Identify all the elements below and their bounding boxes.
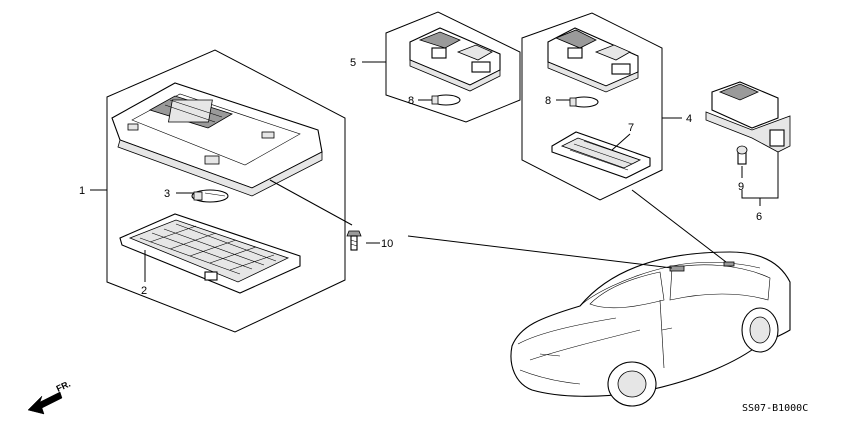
label-part-10: 10 — [381, 238, 393, 250]
screw-10 — [346, 230, 362, 251]
leader-housing-to-screw — [269, 179, 353, 226]
group-4-enclosure — [521, 12, 663, 201]
car-silhouette — [510, 251, 791, 407]
label-part-6: 6 — [756, 211, 762, 223]
bulb-9 — [736, 145, 748, 165]
front-arrow-icon — [27, 391, 63, 415]
front-direction-label: FR. — [55, 379, 72, 394]
label-part-8-right: 8 — [545, 95, 551, 107]
dome-light-housing — [111, 82, 323, 197]
lens-2 — [119, 213, 301, 294]
bulb-3 — [191, 189, 229, 203]
bulb-8-right — [569, 96, 599, 108]
label-part-7: 7 — [628, 122, 634, 134]
label-part-3: 3 — [164, 188, 170, 200]
group-1-enclosure — [106, 49, 346, 333]
label-part-8-left: 8 — [408, 95, 414, 107]
label-part-2: 2 — [141, 285, 147, 297]
leader-7 — [611, 133, 631, 151]
bracket-6 — [741, 152, 779, 199]
label-part-4: 4 — [686, 113, 692, 125]
map-light-4 — [547, 27, 639, 93]
label-part-5: 5 — [350, 57, 356, 69]
diagram-code: SS07-B1000C — [742, 403, 808, 414]
bulb-8-left — [431, 94, 461, 106]
front-direction-indicator: FR. — [27, 379, 72, 415]
label-part-9: 9 — [738, 181, 744, 193]
group-5-enclosure — [385, 11, 521, 123]
leader-screw-to-car — [407, 235, 673, 269]
leader-group4-to-car — [631, 189, 727, 263]
label-part-1: 1 — [79, 185, 85, 197]
map-light-5 — [409, 27, 501, 92]
trunk-light-6 — [705, 81, 791, 153]
lens-7 — [551, 131, 651, 179]
